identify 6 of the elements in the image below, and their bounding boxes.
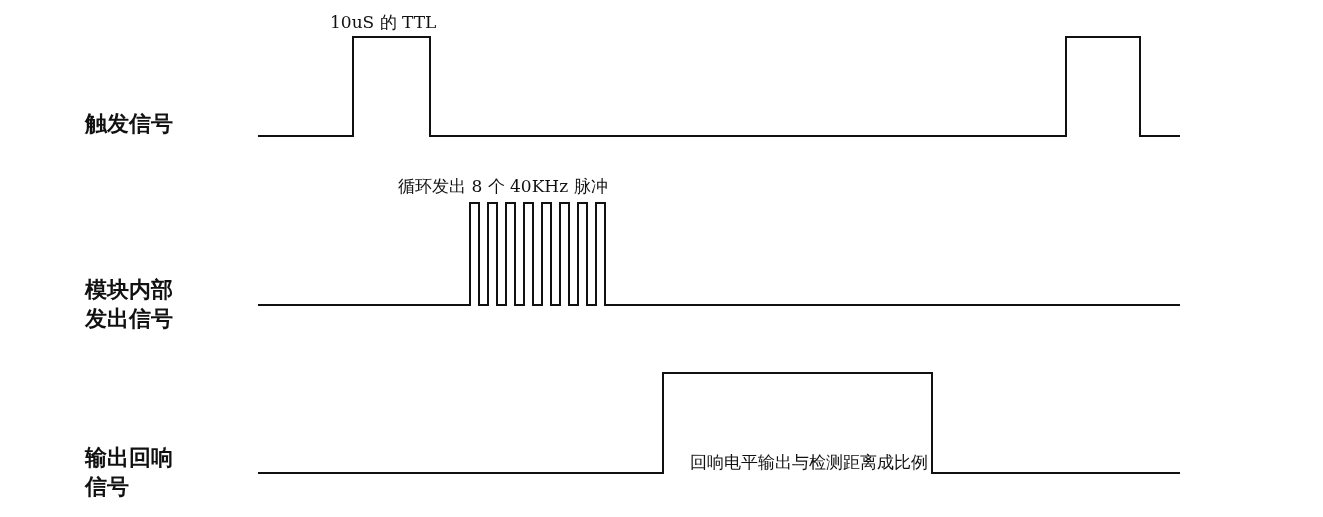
pulse-annotation: 循环发出 8 个 40KHz 脉冲 xyxy=(398,176,608,198)
pulse-annotation: 10uS 的 TTL xyxy=(330,12,437,34)
signal-name: 输出回响信号 xyxy=(85,444,174,501)
signal-name: 模块内部发出信号 xyxy=(85,276,174,333)
pulse-annotation: 回响电平输出与检测距离成比例 xyxy=(690,452,928,474)
signal-name: 触发信号 xyxy=(85,110,174,138)
